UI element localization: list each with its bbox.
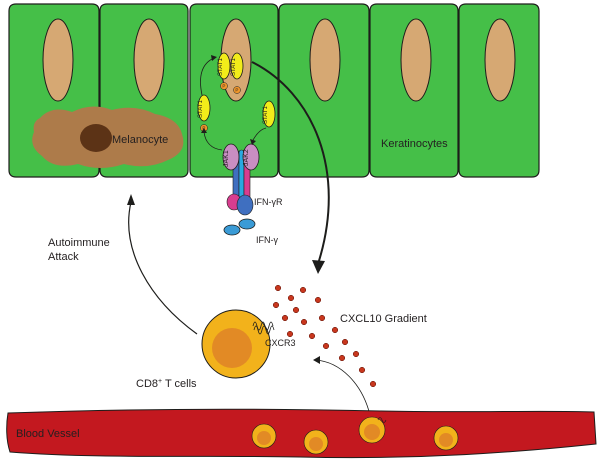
ifn-gamma-receptor-label: IFN-γR bbox=[254, 197, 283, 207]
blood-vessel: Blood Vessel bbox=[6, 408, 597, 459]
stat1-label: STAT1 bbox=[218, 58, 224, 76]
nucleus bbox=[484, 18, 516, 102]
nucleus bbox=[133, 18, 165, 102]
arrowhead bbox=[201, 128, 207, 133]
arrowhead bbox=[312, 260, 325, 274]
cxcl10-gradient bbox=[272, 284, 377, 388]
cxcl10-molecule bbox=[308, 332, 316, 340]
stat1-label: STAT1 bbox=[263, 106, 269, 124]
cxcl10-molecule bbox=[314, 296, 322, 304]
autoimmune-attack-arrow bbox=[127, 194, 198, 335]
phospho-label: P bbox=[202, 126, 205, 131]
arrowhead bbox=[211, 55, 217, 61]
autoimmune-attack-label-line1: Autoimmune bbox=[48, 237, 110, 249]
cxcl10-molecule bbox=[274, 284, 282, 292]
stat1-dimer-right bbox=[230, 52, 244, 80]
phospho-group bbox=[220, 82, 228, 90]
cxcl10-gradient-label: CXCL10 Gradient bbox=[340, 313, 427, 325]
cd8-t-cell: CXCR3 bbox=[201, 309, 296, 379]
stat1-signaling: STAT1 STAT1 STAT1 STAT1 P P P bbox=[197, 52, 276, 151]
cd8-t-cells-prefix: CD8 bbox=[136, 378, 158, 390]
stat1-unphosphorylated bbox=[262, 100, 276, 128]
cd8-t-cells-superscript: + bbox=[158, 378, 162, 385]
circulating-t-cell-nucleus bbox=[257, 431, 271, 445]
stat1-phosphorylated bbox=[197, 94, 211, 122]
ifn-gamma-molecule bbox=[238, 218, 256, 230]
circulating-t-cell-nucleus bbox=[364, 424, 380, 440]
circulating-t-cell-nucleus bbox=[439, 433, 453, 447]
phospho-label: P bbox=[222, 84, 225, 89]
cxcl10-molecule bbox=[292, 306, 300, 314]
t-cell-nucleus bbox=[212, 328, 252, 368]
receptor-base-blue bbox=[236, 194, 254, 216]
cxcl10-molecule bbox=[369, 380, 377, 388]
ifn-gamma: IFN-γ bbox=[223, 218, 278, 245]
phosphorylation-arrow bbox=[203, 131, 223, 151]
melanocyte-nucleus bbox=[80, 124, 112, 152]
cxcl10-molecule bbox=[318, 314, 326, 322]
transcription-arrow bbox=[251, 61, 330, 274]
cxcl10-molecule bbox=[341, 338, 349, 346]
stat1-label: STAT1 bbox=[231, 58, 237, 76]
cxcr3-on-vessel-cell bbox=[377, 417, 387, 423]
arrowhead bbox=[250, 139, 256, 145]
blood-vessel-label: Blood Vessel bbox=[16, 428, 80, 440]
cxcr3-label: CXCR3 bbox=[265, 338, 296, 348]
jak2 bbox=[242, 143, 260, 171]
jak1-label: JAK1 bbox=[223, 150, 230, 167]
melanocyte: Melanocyte bbox=[32, 106, 184, 168]
cxcl10-molecule bbox=[352, 350, 360, 358]
cxcl10-molecule bbox=[299, 286, 307, 294]
circulating-t-cell-nucleus bbox=[309, 437, 323, 451]
phospho-label: P bbox=[235, 88, 238, 93]
cxcl10-molecule bbox=[358, 366, 366, 374]
stat1-label: STAT1 bbox=[198, 100, 204, 118]
keratinocyte-nuclei bbox=[42, 18, 516, 102]
autoimmune-attack-label-line2: Attack bbox=[48, 251, 79, 263]
nucleus bbox=[309, 18, 341, 102]
nucleus bbox=[42, 18, 74, 102]
cxcl10-molecule bbox=[300, 318, 308, 326]
ifn-gamma-label: IFN-γ bbox=[256, 235, 278, 245]
cxcl10-molecule bbox=[287, 294, 295, 302]
cxcl10-molecule bbox=[322, 342, 330, 350]
circulating-t-cells bbox=[251, 416, 459, 455]
vessel-wall bbox=[6, 408, 597, 459]
stat1-dimer-left bbox=[217, 52, 231, 80]
cd8-t-cells-suffix: T cells bbox=[162, 378, 197, 390]
arrowhead bbox=[127, 194, 135, 205]
nucleus bbox=[400, 18, 432, 102]
cxcl10-molecule bbox=[286, 330, 294, 338]
ifn-gamma-receptor-complex: JAK1 JAK2 IFN-γR bbox=[222, 143, 283, 216]
ifn-gamma-molecule bbox=[223, 224, 241, 236]
cxcl10-molecule bbox=[281, 314, 289, 322]
melanocyte-label: Melanocyte bbox=[112, 134, 168, 146]
dimerization-arrow bbox=[200, 57, 215, 96]
phospho-group bbox=[233, 86, 241, 94]
cxcl10-molecule bbox=[338, 354, 346, 362]
migration-arrow bbox=[313, 356, 371, 416]
cxcl10-molecule bbox=[331, 326, 339, 334]
cd8-t-cells-label: CD8+ T cells bbox=[136, 378, 197, 390]
jak2-label: JAK2 bbox=[243, 149, 250, 166]
jak1 bbox=[222, 143, 240, 171]
cxcr3-receptor bbox=[252, 321, 275, 335]
cxcl10-molecule bbox=[272, 301, 280, 309]
keratinocytes-label: Keratinocytes bbox=[381, 138, 448, 150]
arrowhead bbox=[313, 356, 320, 364]
